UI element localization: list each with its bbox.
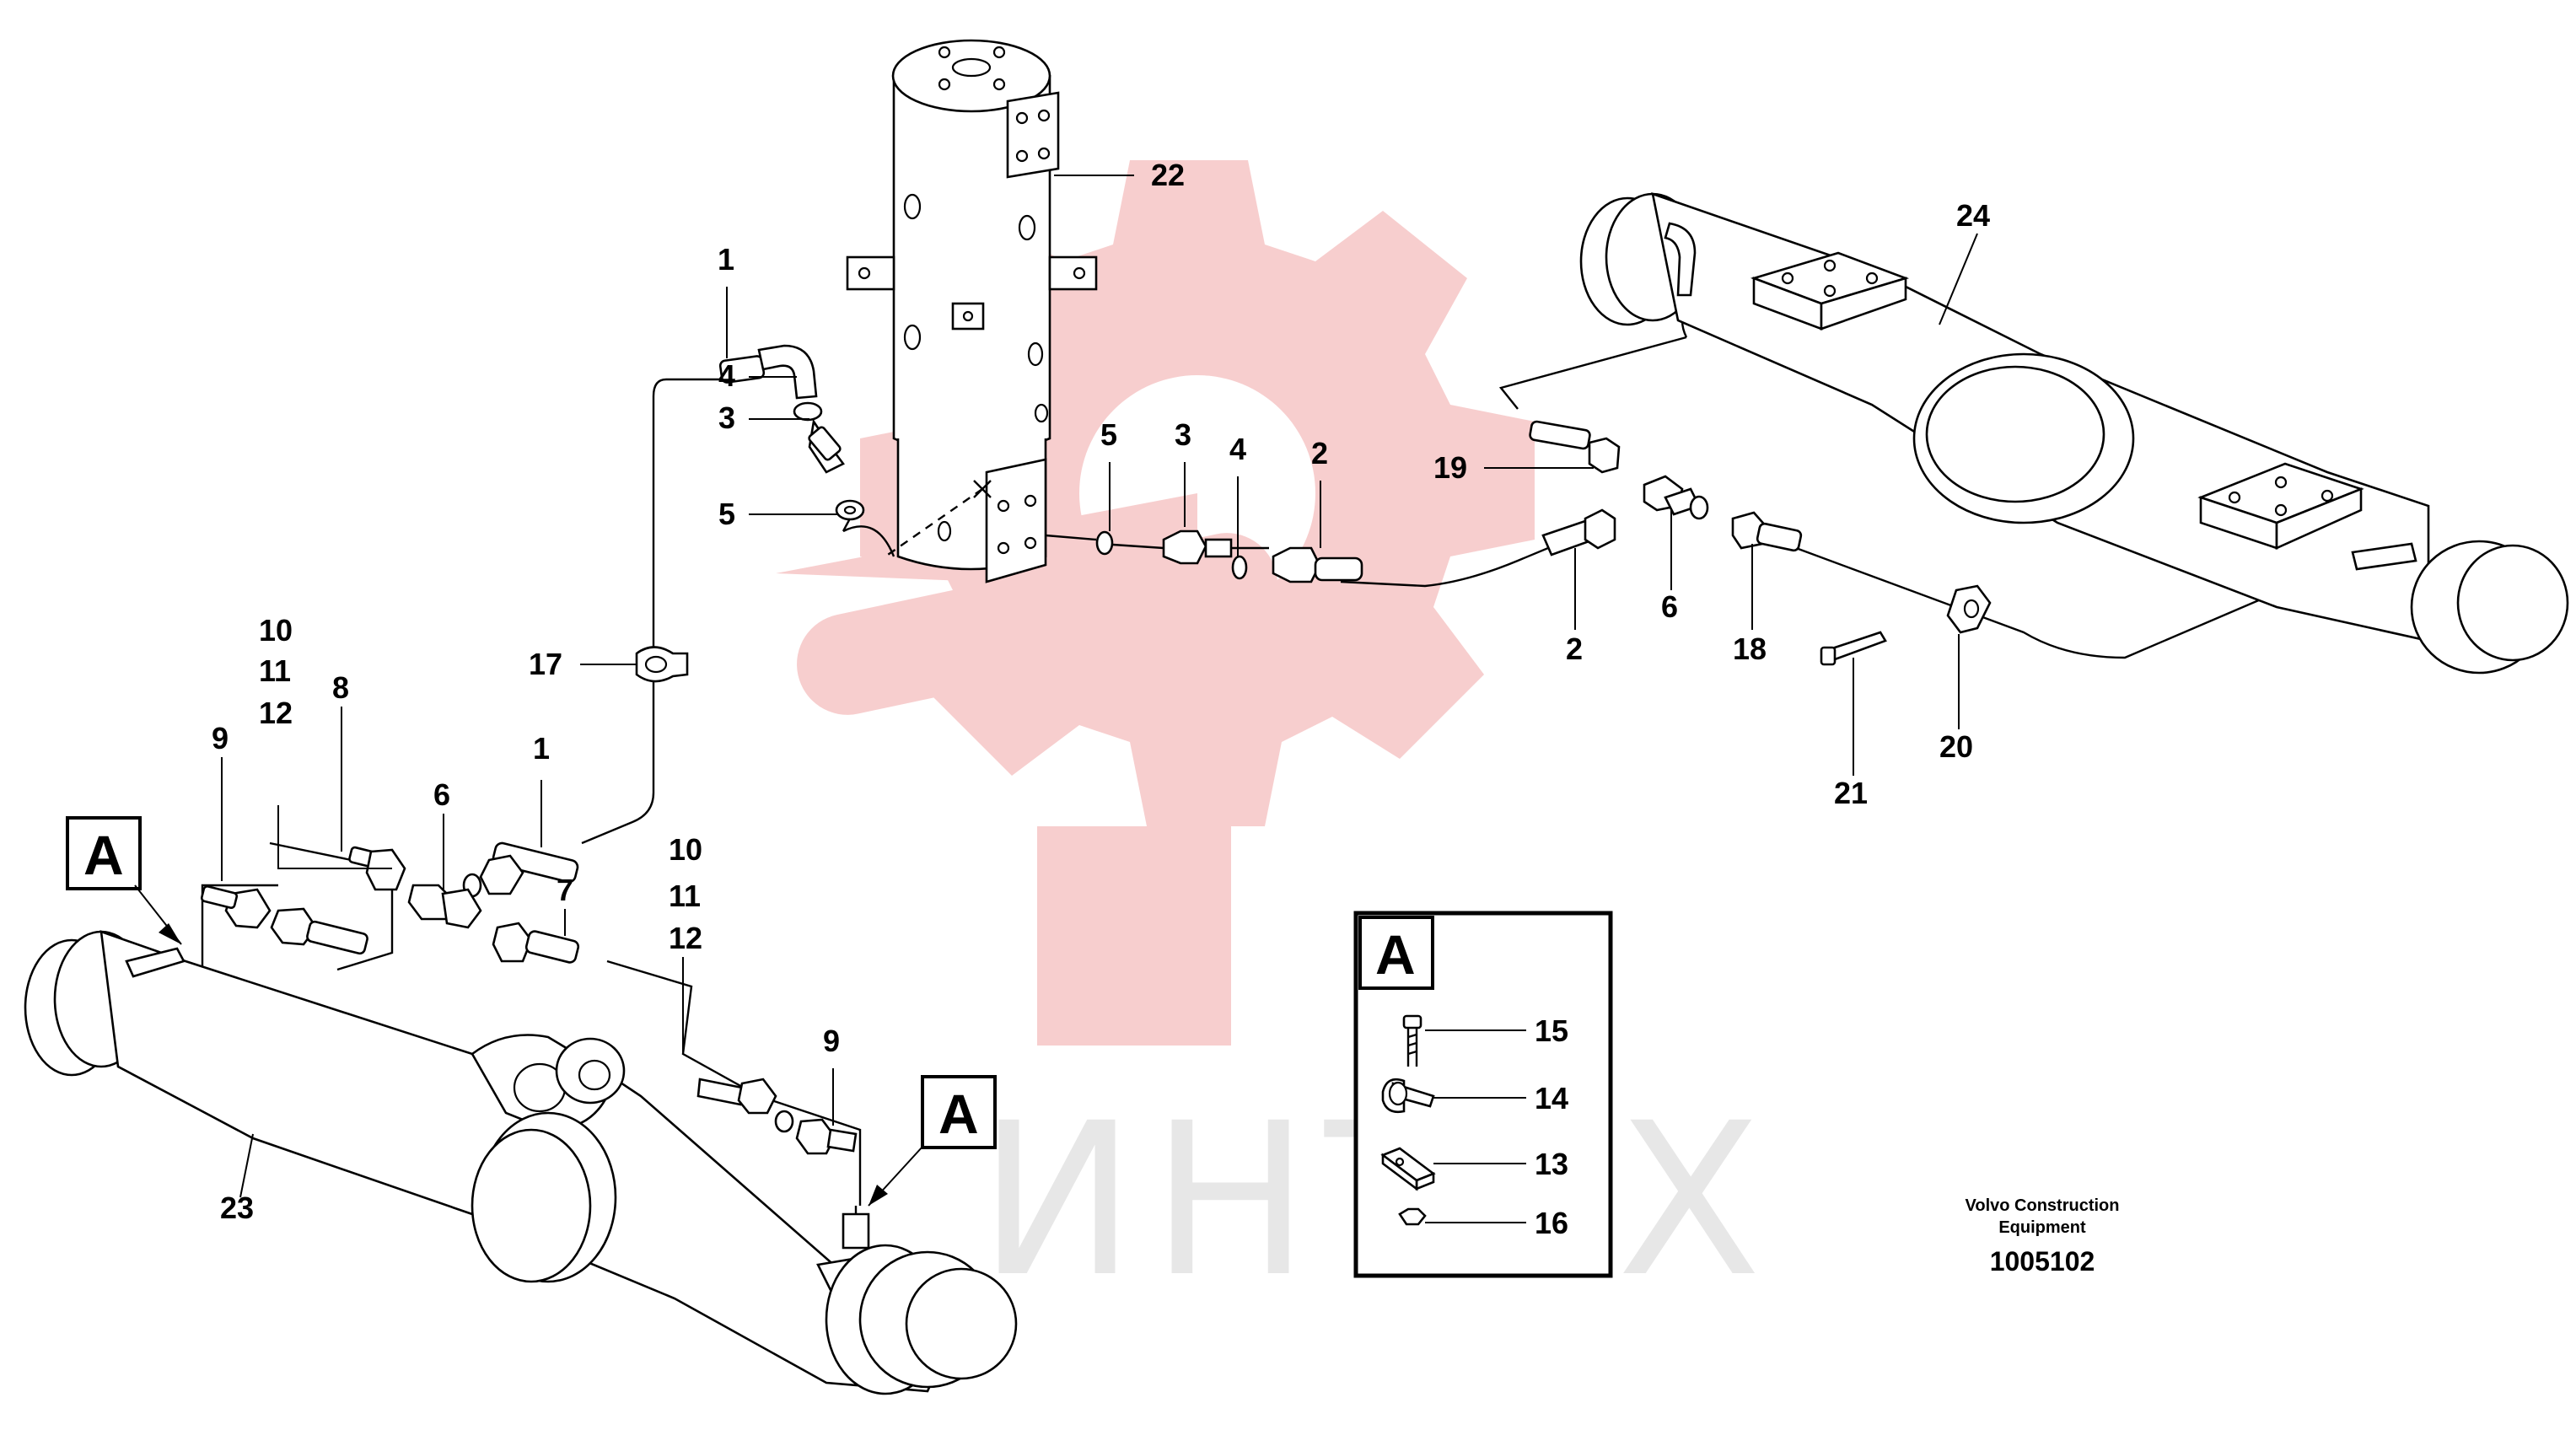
callout-15: 15 [1535, 1013, 1568, 1048]
callout-6-left: 6 [433, 777, 450, 812]
callout-23: 23 [220, 1191, 254, 1225]
callout-5-mid: 5 [1100, 417, 1117, 452]
callout-7: 7 [557, 873, 573, 907]
callout-24: 24 [1956, 198, 1990, 233]
callout-14: 14 [1535, 1081, 1568, 1115]
callout-4-left: 4 [718, 358, 735, 393]
part-number: 1005102 [1990, 1246, 2095, 1277]
callout-5-left: 5 [718, 497, 735, 531]
callout-9-right: 9 [823, 1024, 840, 1058]
leader-lines [221, 175, 1978, 1223]
fittings-right-chain [1529, 420, 1992, 666]
clamp-17 [635, 646, 689, 683]
callout-1-top: 1 [718, 242, 734, 277]
detail-view-a: A [1353, 911, 1613, 1278]
callout-3-mid: 3 [1175, 417, 1191, 452]
view-marker-right-label: A [938, 1083, 979, 1145]
callout-11-top: 11 [259, 653, 291, 688]
view-marker-left-label: A [83, 824, 124, 886]
callout-8: 8 [332, 670, 349, 705]
callout-17: 17 [529, 647, 562, 681]
credit-block: Volvo Construction Equipment 1005102 [1966, 1196, 2120, 1277]
fittings-upper-left [718, 344, 865, 532]
callout-numbers: 22 1 4 3 5 5 3 4 2 19 2 6 18 24 20 21 17… [212, 158, 1990, 1240]
callout-13: 13 [1535, 1147, 1568, 1181]
hydraulic-lines [201, 303, 2362, 1206]
callout-20: 20 [1939, 729, 1973, 764]
view-marker-right: A [868, 1075, 997, 1207]
callout-12-top: 12 [259, 696, 293, 730]
callout-2-low: 2 [1566, 632, 1583, 666]
detail-view-a-label: A [1375, 923, 1416, 986]
fittings-lower-left [200, 841, 858, 1155]
callout-1-low: 1 [533, 731, 550, 766]
callout-19: 19 [1433, 450, 1467, 485]
callout-12-low: 12 [669, 921, 702, 955]
callout-22: 22 [1151, 158, 1185, 192]
callout-2-top: 2 [1311, 436, 1328, 470]
front-axle-23 [24, 930, 1018, 1395]
view-marker-left: A [66, 816, 182, 945]
callout-11-low: 11 [669, 879, 701, 913]
callout-3-left: 3 [718, 400, 735, 435]
callout-18: 18 [1733, 632, 1767, 666]
credit-line-2: Equipment [1998, 1218, 2086, 1237]
credit-line-1: Volvo Construction [1966, 1196, 2120, 1215]
callout-10-top: 10 [259, 613, 293, 648]
rear-axle-24 [1579, 192, 2569, 675]
callout-6-right: 6 [1661, 589, 1678, 624]
callout-21: 21 [1834, 776, 1868, 810]
callout-9-left: 9 [212, 721, 229, 755]
callout-4-mid: 4 [1229, 432, 1246, 466]
fittings-center-chain [1095, 529, 1363, 583]
swivel-joint-22 [846, 39, 1098, 583]
callout-10-low: 10 [669, 832, 702, 867]
callout-16: 16 [1535, 1206, 1568, 1240]
